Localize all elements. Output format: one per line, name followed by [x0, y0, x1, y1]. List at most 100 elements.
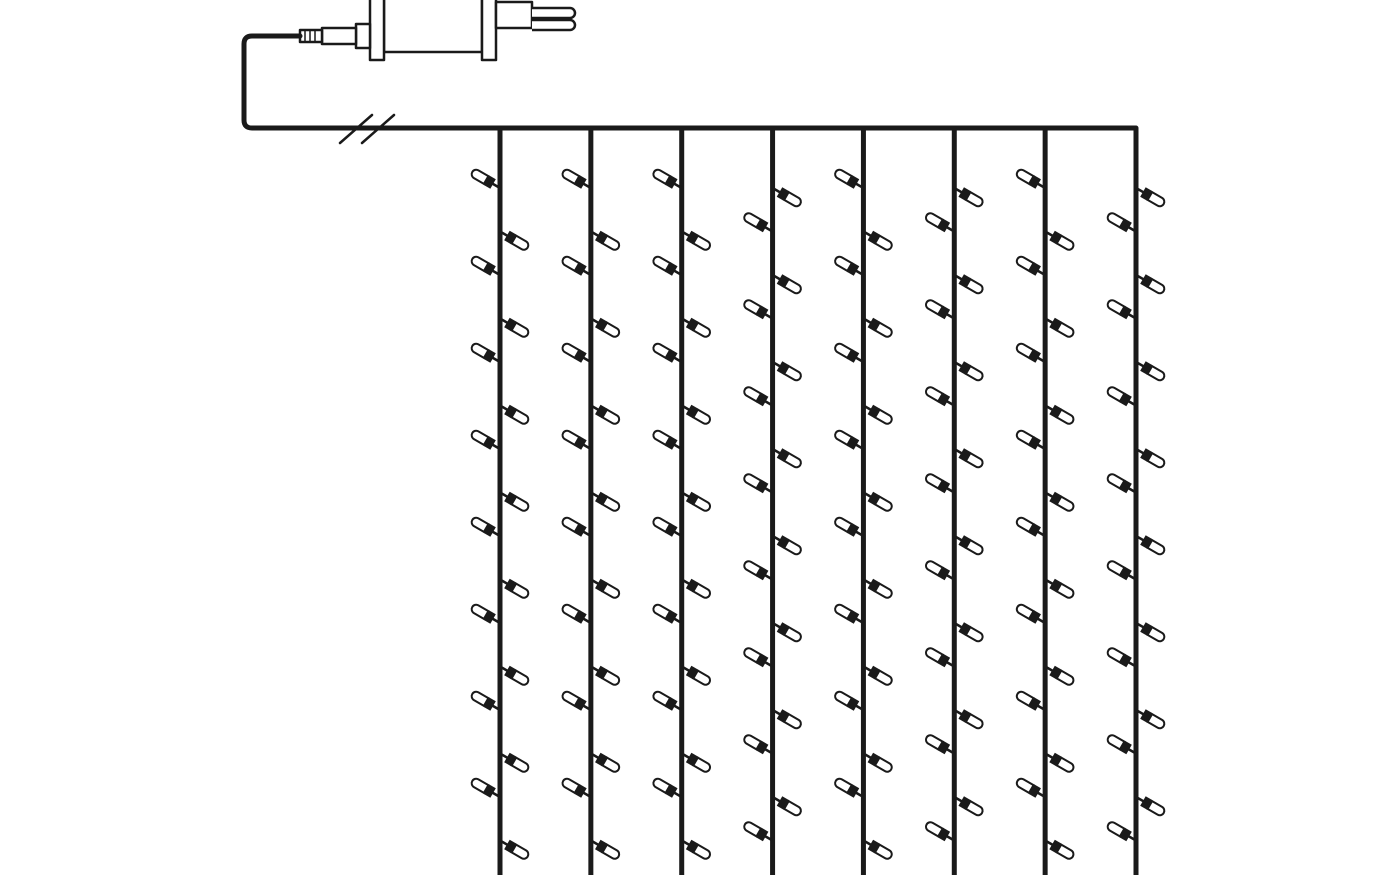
led-bulb-icon: [470, 516, 501, 538]
adapter-right-flange: [480, 0, 498, 62]
led-bulb-icon: [1015, 690, 1046, 712]
strand-3: [652, 128, 711, 875]
led-bulb-icon: [561, 255, 592, 277]
led-bulb-icon: [681, 230, 711, 251]
led-bulb-icon: [652, 777, 683, 799]
led-bulb-icon: [834, 690, 865, 712]
strand-5: [834, 128, 893, 875]
led-bulb-icon: [499, 839, 530, 860]
led-bulb-icon: [771, 708, 802, 730]
led-bulb-icon: [561, 342, 592, 364]
connector-plug: [298, 28, 324, 44]
strand-8: [1106, 128, 1166, 875]
strand-6: [925, 128, 984, 875]
led-bulb-icon: [1015, 603, 1046, 625]
led-bulb-icon: [1015, 168, 1046, 190]
led-bulb-icon: [681, 317, 711, 338]
led-bulb-icon: [681, 665, 711, 686]
led-bulb-icon: [590, 665, 621, 686]
strand-2: [561, 128, 621, 875]
led-bulb-icon: [470, 342, 501, 364]
led-bulb-icon: [652, 429, 683, 451]
led-bulb-icon: [1106, 386, 1137, 407]
led-bulb-icon: [1044, 230, 1075, 251]
led-bulb-icon: [1044, 578, 1075, 599]
led-bulb-icon: [953, 708, 984, 730]
led-bulb-icon: [743, 473, 774, 494]
led-bulb-icon: [834, 342, 865, 364]
led-bulb-icon: [771, 186, 802, 208]
led-bulb-icon: [470, 255, 501, 277]
led-bulb-icon: [834, 429, 865, 451]
led-bulb-icon: [925, 560, 955, 581]
break-line-1: [338, 113, 374, 145]
led-bulb-icon: [681, 578, 711, 599]
led-bulb-icon: [771, 447, 802, 469]
led-bulb-icon: [499, 404, 530, 425]
led-bulb-icon: [1106, 212, 1137, 233]
led-bulb-icon: [652, 255, 683, 277]
led-bulb-icon: [1044, 404, 1075, 425]
led-bulb-icon: [743, 734, 774, 755]
led-bulb-icon: [681, 839, 711, 860]
led-bulb-icon: [681, 752, 711, 773]
led-bulb-icon: [862, 578, 893, 599]
led-bulb-icon: [652, 168, 683, 190]
led-bulb-icon: [590, 578, 621, 599]
led-bulb-icon: [834, 777, 865, 799]
light-strands: [470, 128, 1166, 875]
adapter-prong-bottom: [532, 18, 577, 32]
led-bulb-icon: [1106, 821, 1137, 842]
led-bulb-icon: [925, 821, 955, 842]
led-bulb-icon: [771, 273, 802, 295]
power-cable: [241, 33, 503, 131]
led-bulb-icon: [590, 404, 621, 425]
led-bulb-icon: [1044, 317, 1075, 338]
led-bulb-icon: [561, 777, 592, 799]
led-bulb-icon: [862, 230, 893, 251]
led-bulb-icon: [1135, 186, 1166, 208]
led-bulb-icon: [590, 491, 621, 512]
led-bulb-icon: [862, 665, 893, 686]
led-bulb-icon: [743, 560, 774, 581]
led-bulb-icon: [1106, 647, 1137, 668]
adapter-body: [382, 0, 484, 54]
led-bulb-icon: [1044, 752, 1075, 773]
led-bulb-icon: [925, 647, 955, 668]
connector-plug-ridges: [304, 31, 316, 41]
led-bulb-icon: [925, 212, 955, 233]
led-bulb-icon: [953, 273, 984, 295]
led-bulb-icon: [1135, 447, 1166, 469]
led-bulb-icon: [1106, 560, 1137, 581]
led-bulb-icon: [1015, 516, 1046, 538]
led-bulb-icon: [743, 299, 774, 320]
led-bulb-icon: [925, 386, 955, 407]
led-bulb-icon: [561, 516, 592, 538]
led-bulb-icon: [743, 647, 774, 668]
led-bulb-icon: [561, 690, 592, 712]
led-bulb-icon: [1135, 273, 1166, 295]
break-line-2: [360, 113, 396, 145]
led-bulb-icon: [953, 186, 984, 208]
led-bulb-icon: [499, 317, 530, 338]
led-bulb-icon: [499, 665, 530, 686]
led-bulb-icon: [925, 473, 955, 494]
led-bulb-icon: [499, 230, 530, 251]
led-bulb-icon: [1044, 665, 1075, 686]
led-bulb-icon: [681, 491, 711, 512]
led-bulb-icon: [1106, 473, 1137, 494]
led-bulb-icon: [743, 212, 774, 233]
led-bulb-icon: [1135, 708, 1166, 730]
adapter-prong-top: [532, 6, 577, 20]
led-bulb-icon: [499, 578, 530, 599]
led-bulb-icon: [771, 360, 802, 382]
led-bulb-icon: [1135, 795, 1166, 817]
led-bulb-icon: [834, 255, 865, 277]
strand-4: [743, 128, 802, 875]
led-bulb-icon: [470, 429, 501, 451]
led-bulb-icon: [652, 690, 683, 712]
led-bulb-icon: [590, 230, 621, 251]
led-bulb-icon: [1106, 734, 1137, 755]
led-bulb-icon: [862, 404, 893, 425]
plug-adapter-icon: [298, 0, 577, 62]
